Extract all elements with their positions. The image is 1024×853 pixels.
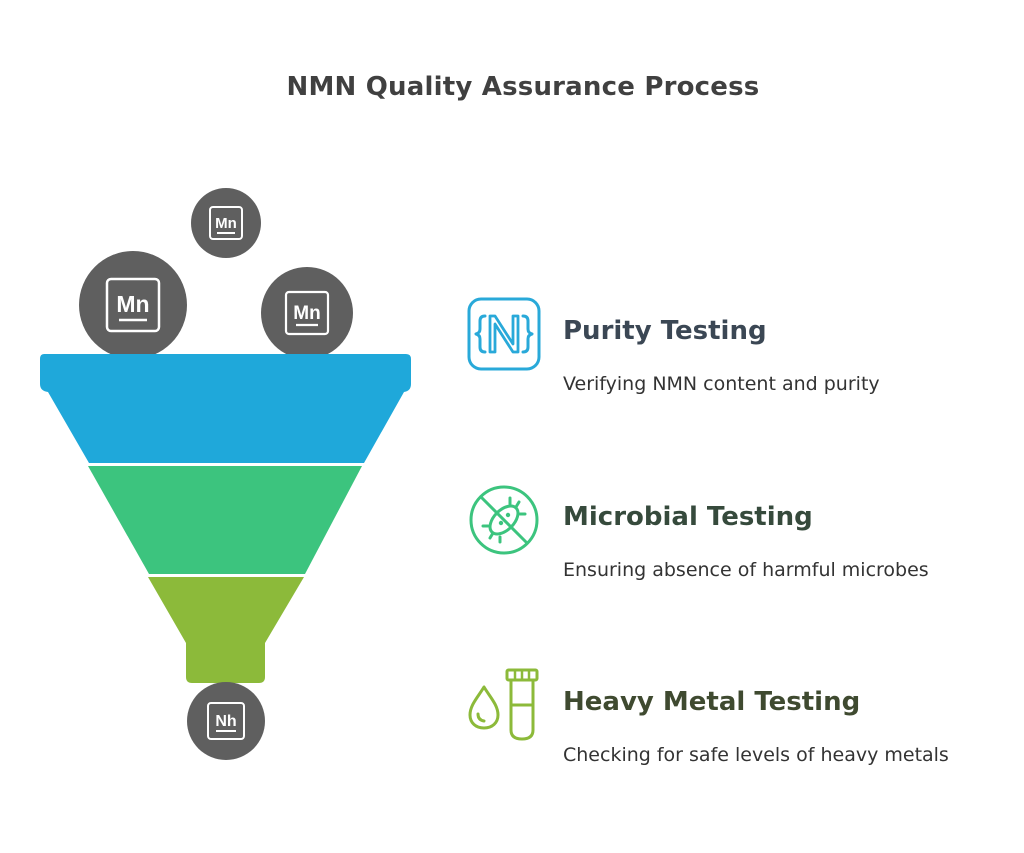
no-bacteria-icon [469,485,539,555]
stage-heading: Microbial Testing [563,502,813,532]
funnel-diagram: Mn Mn Mn Nh [40,188,411,760]
output-circle: Nh [187,682,265,760]
funnel-bottom-section [148,577,304,683]
droplet-test-tube-icon [468,668,539,741]
page-title: NMN Quality Assurance Process [286,72,760,102]
funnel-top-section [40,354,411,463]
stage-purity-testing: Purity Testing Verifying NMN content and… [466,296,1016,395]
n-brace-icon [467,297,541,371]
stage-description: Ensuring absence of harmful microbes [563,559,929,581]
stage-description: Verifying NMN content and purity [563,373,880,395]
stage-microbial-testing: Microbial Testing Ensuring absence of ha… [466,482,1016,581]
output-symbol: Nh [215,713,236,730]
input-circle: Mn [79,251,187,359]
stage-heading: Heavy Metal Testing [563,687,861,717]
funnel-middle-section [88,466,362,574]
input-circle: Mn [191,188,261,258]
stage-heading: Purity Testing [563,316,767,346]
input-symbol: Mn [293,303,320,324]
input-symbol: Mn [215,215,237,232]
stage-heavy-metal-testing: Heavy Metal Testing Checking for safe le… [466,667,1016,766]
input-symbol: Mn [116,291,149,317]
input-circle: Mn [261,267,353,359]
stage-description: Checking for safe levels of heavy metals [563,744,949,766]
